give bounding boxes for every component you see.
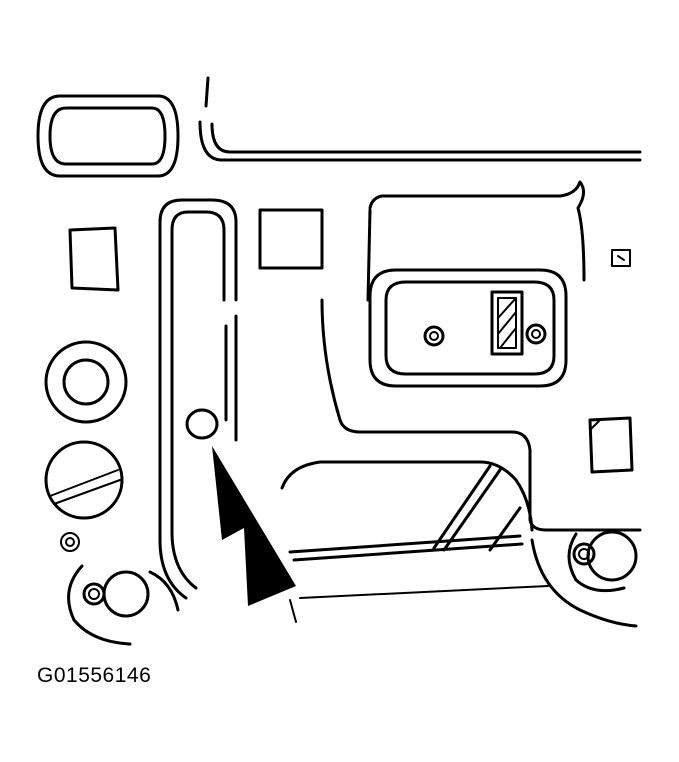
right-square-cutout (588, 416, 634, 474)
lower-left-screw (67, 564, 180, 646)
handle-bezel (368, 268, 568, 388)
small-clip (611, 249, 631, 267)
upper-panel-edge (198, 76, 642, 162)
round-grommet (44, 340, 128, 424)
handle-lever (490, 290, 524, 356)
left-square-cutout (68, 226, 120, 292)
target-hole (185, 408, 219, 440)
striped-plug (44, 440, 124, 520)
figure-code: G01556146 (37, 664, 152, 687)
small-washer (60, 532, 80, 552)
center-square-cutout (258, 208, 324, 270)
top-left-grommet (36, 94, 180, 178)
lower-pocket (280, 460, 638, 628)
arrow-icon (212, 446, 297, 623)
vertical-channel (158, 198, 238, 600)
lower-right-screw (567, 530, 638, 593)
